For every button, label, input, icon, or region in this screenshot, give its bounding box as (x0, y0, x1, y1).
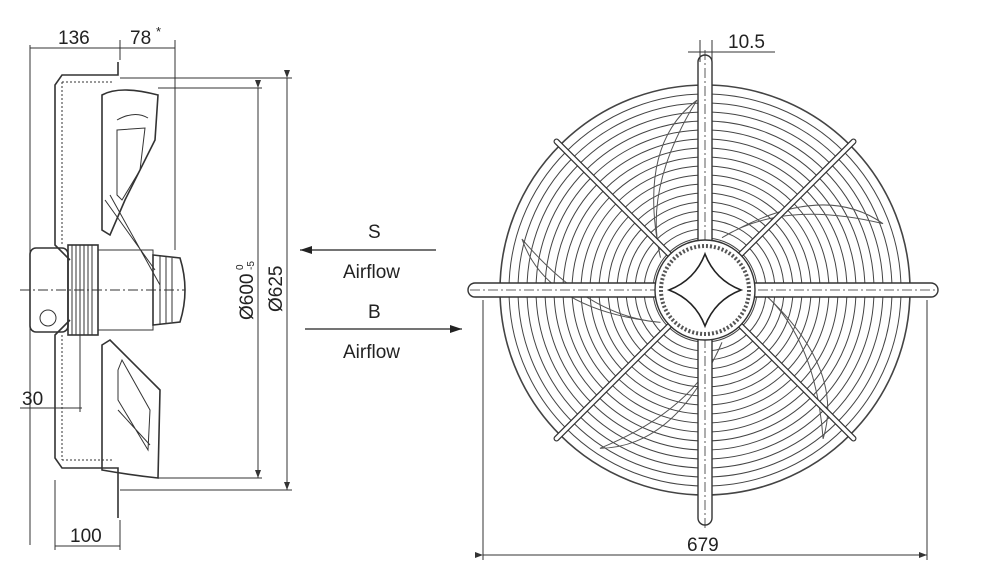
fan-blade-bottom (101, 338, 161, 479)
hub-opening (666, 251, 744, 329)
front-dimensions: 10.5 679 (475, 32, 928, 560)
dim-136: 136 (58, 28, 90, 49)
side-view: 136 78 * 30 100 Ø600 0 -5 Ø625 (20, 24, 292, 550)
guard-spoke-inner (554, 323, 672, 441)
dim-100: 100 (70, 526, 102, 547)
airflow-legend: S Airflow B Airflow (300, 222, 462, 363)
motor-hub-fins (659, 244, 751, 336)
airflow-b-text: Airflow (343, 342, 400, 363)
fan-blade (653, 99, 698, 258)
dim-600-tol-upper: 0 (235, 264, 246, 270)
airflow-s-text: Airflow (343, 262, 400, 283)
airflow-b-label: B (368, 302, 381, 323)
dim-diameter-600: Ø600 (237, 274, 258, 320)
fan-blade-top (101, 89, 159, 237)
dim-diameter-625: Ø625 (266, 266, 287, 312)
dim-78: 78 (130, 28, 151, 49)
front-view (467, 50, 939, 530)
dim-78-asterisk: * (156, 24, 161, 39)
dim-679: 679 (687, 535, 719, 556)
dim-600-tol-lower: -5 (246, 261, 257, 270)
dim-10-5: 10.5 (728, 32, 765, 53)
motor-rotor (152, 254, 186, 326)
guard-spoke-inner (738, 139, 856, 257)
fan-blade (521, 238, 661, 323)
fan-blade (759, 289, 829, 439)
airflow-s-label: S (368, 222, 381, 243)
guard-spoke-inner (554, 139, 672, 257)
guard-spoke-inner (738, 323, 856, 441)
dim-30: 30 (22, 389, 43, 410)
